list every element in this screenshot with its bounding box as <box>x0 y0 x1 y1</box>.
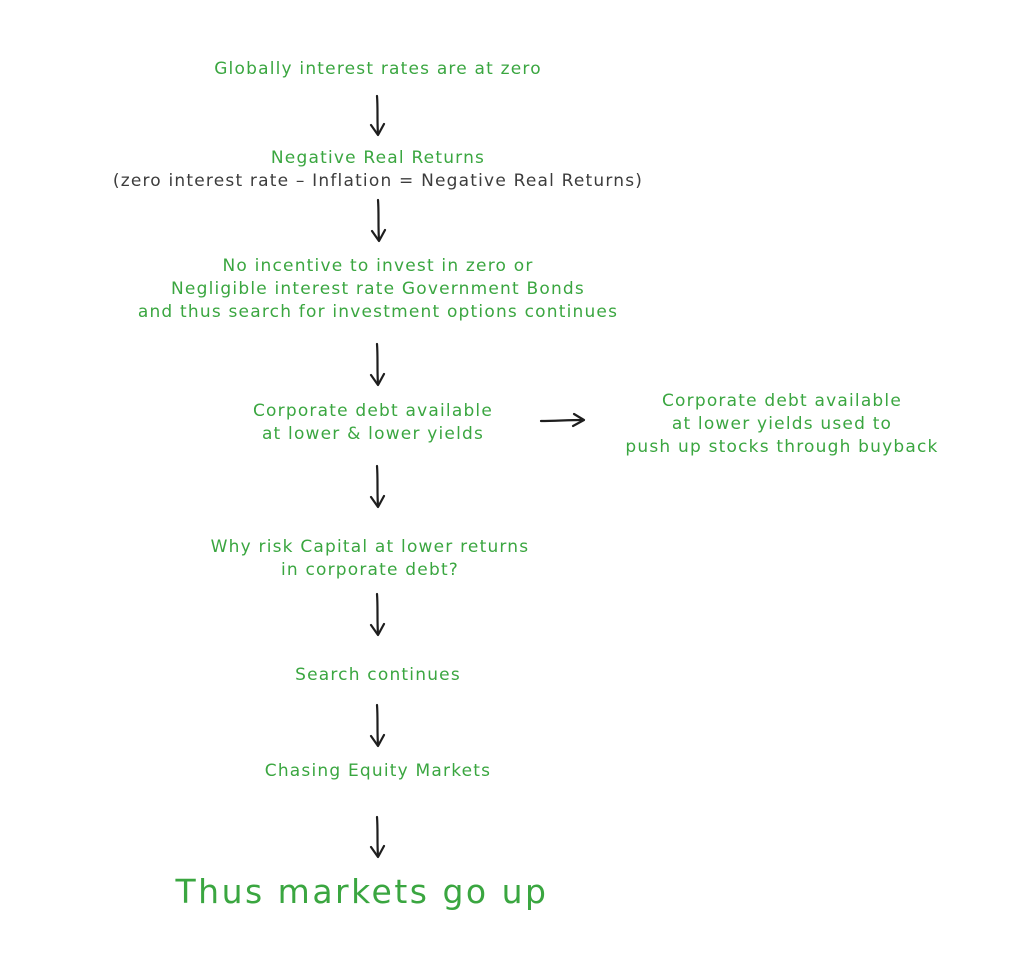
arrow-8 <box>369 815 386 859</box>
node-negative-real-returns: Negative Real Returns (zero interest rat… <box>113 147 643 193</box>
node-text: Globally interest rates are at zero <box>214 59 542 79</box>
node-line-2: Negligible interest rate Government Bond… <box>171 279 585 299</box>
node-line-3: push up stocks through buyback <box>625 437 939 457</box>
arrow-3 <box>369 342 386 387</box>
arrow-6 <box>369 592 386 637</box>
node-no-incentive: No incentive to invest in zero or Neglig… <box>138 255 618 324</box>
node-buyback: Corporate debt available at lower yields… <box>625 390 938 459</box>
arrow-5 <box>369 464 386 509</box>
node-text: Chasing Equity Markets <box>264 761 492 781</box>
conclusion-text: Thus markets go up <box>175 872 549 911</box>
node-line-3: and thus search for investment options c… <box>137 302 619 322</box>
node-line-1: Corporate debt available <box>252 401 494 421</box>
node-why-risk-capital: Why risk Capital at lower returns in cor… <box>211 536 530 582</box>
arrow-7 <box>369 703 386 748</box>
node-title: Negative Real Returns <box>270 148 486 168</box>
node-line-2: at lower & lower yields <box>261 424 485 444</box>
arrow-4-right <box>539 412 586 428</box>
node-line-1: Corporate debt available <box>661 391 903 411</box>
node-chasing-equity: Chasing Equity Markets <box>265 760 491 783</box>
node-line-2: in corporate debt? <box>280 560 460 580</box>
node-line-1: No incentive to invest in zero or <box>222 256 534 276</box>
node-search-continues: Search continues <box>295 664 461 687</box>
node-line-2: at lower yields used to <box>671 414 893 434</box>
node-text: Search continues <box>295 665 461 685</box>
arrow-1 <box>369 94 386 137</box>
node-globally-zero-rates: Globally interest rates are at zero <box>214 58 542 81</box>
node-corporate-debt: Corporate debt available at lower & lowe… <box>253 400 493 446</box>
formula-text: (zero interest rate – Inflation = Negati… <box>112 171 644 191</box>
node-line-1: Why risk Capital at lower returns <box>210 537 530 557</box>
arrow-2 <box>370 198 387 243</box>
node-conclusion: Thus markets go up <box>176 872 549 912</box>
